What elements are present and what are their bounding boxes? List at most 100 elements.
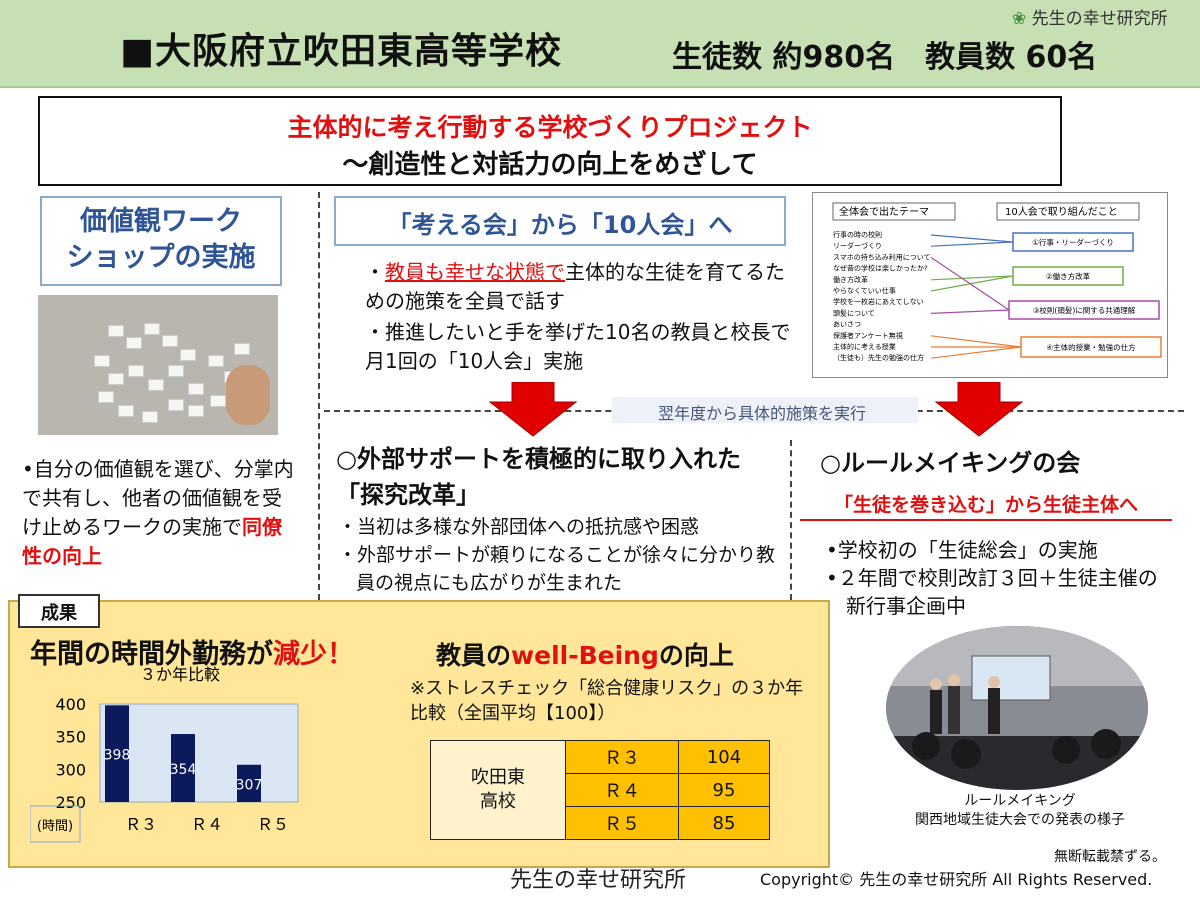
rule-making-subtitle: 「生徒を巻き込む」から生徒主体へ <box>800 490 1172 521</box>
chart-plot-area <box>99 703 299 803</box>
results-label-box: 成果 <box>18 594 100 628</box>
bar <box>171 734 195 802</box>
rule-making-caption: ルールメイキング 関西地域生徒大会での発表の様子 <box>870 792 1170 830</box>
presentation-scene <box>886 626 1148 790</box>
diagram-action: ③校則(頭髪)に関する共通理解 <box>1033 305 1136 315</box>
value-card <box>208 355 224 367</box>
value-card <box>126 337 142 349</box>
score-cell: 85 <box>678 806 770 840</box>
value-card <box>98 391 114 403</box>
value-card <box>118 405 134 417</box>
rule-making-bullets: •学校初の「生徒総会」の実施 •２年間で校則改訂３回＋生徒主催の新行事企画中 <box>826 536 1176 620</box>
rule-making-title: ○ルールメイキングの会 <box>820 449 1081 477</box>
project-subtitle: 〜創造性と対話力の向上をめざして <box>342 150 758 180</box>
meeting-bullet-1-text: 主体的な生徒を育てるための施策を全員で話す <box>365 260 785 313</box>
workshop-desc-text: •自分の価値観を選び、分掌内で共有し、他者の価値観を受け止めるワークの実施で <box>22 457 294 539</box>
results-label: 成果 <box>41 603 77 624</box>
next-year-banner-text: 翌年度から具体的施策を実行 <box>657 404 866 423</box>
score-cell: 104 <box>678 740 770 774</box>
workshop-desc-highlight: 同僚性の向上 <box>22 515 282 568</box>
divider-left <box>318 192 320 600</box>
logo-top-text: 先生の幸せ研究所 <box>1031 9 1168 29</box>
diagram-action: ④主体的授業・勉強の仕方 <box>1046 342 1136 352</box>
y-tick-label: 300 <box>55 760 86 779</box>
y-tick-label: 400 <box>55 695 86 714</box>
copyright: Copyright© 先生の幸せ研究所 All Rights Reserved. <box>760 870 1153 889</box>
diagram-link <box>930 234 1014 243</box>
wellbeing-highlight: well-Being <box>511 641 659 670</box>
diagram-theme: 主体的に考える授業 <box>833 342 896 351</box>
rule-making-bullet-1: •学校初の「生徒総会」の実施 <box>826 538 1098 562</box>
header-band <box>0 0 1200 88</box>
external-support-bullet-2: ・外部サポートが頼りになることが徐々に分かり教員の視点にも広がりが生まれた <box>338 544 776 594</box>
project-title: 主体的に考え行動する学校づくりプロジェクト <box>287 113 813 142</box>
diagram-right-header: 10人会で取り組んだこと <box>1005 205 1118 218</box>
value-card <box>168 365 184 377</box>
overtime-title-text: 年間の時間外勤務が <box>30 639 273 670</box>
logo-bottom: 先生の幸せ研究所 <box>510 868 687 893</box>
diagram-theme: 学校を一枚岩にあえてしない <box>833 297 924 306</box>
diagram-link <box>930 309 1010 314</box>
rule-making-bullet-2: •２年間で校則改訂３回＋生徒主催の新行事企画中 <box>826 566 1158 618</box>
bar-value-label: 307 <box>236 777 263 793</box>
value-card <box>108 325 124 337</box>
diagram-link <box>930 275 1014 292</box>
wellbeing-suffix: の向上 <box>658 641 734 670</box>
value-card <box>188 383 204 395</box>
overtime-title: 年間の時間外勤務が減少！ <box>30 632 354 671</box>
diagram-theme: あいさつ <box>833 321 861 329</box>
diagram-theme: 頭髪について <box>833 308 875 317</box>
diagram-link <box>930 275 1014 281</box>
x-tick-label: Ｒ５ <box>257 815 289 834</box>
value-card <box>94 355 110 367</box>
diagram-theme: やらなくていい仕事 <box>833 286 896 295</box>
wellbeing-note: ※ストレスチェック「総合健康リスク」の３か年比較（全国平均【100】） <box>410 678 804 724</box>
value-card <box>128 365 144 377</box>
diagram-theme: スマホの持ち込み利用について <box>833 252 931 261</box>
x-tick-label: Ｒ３ <box>125 815 157 834</box>
value-card <box>188 405 204 417</box>
external-support-bullets: ・当初は多様な外部団体への抵抗感や困惑 ・外部サポートが頼りになることが徐々に分… <box>338 513 788 597</box>
project-box: 主体的に考え行動する学校づくりプロジェクト 〜創造性と対話力の向上をめざして <box>38 96 1062 186</box>
year-cell: Ｒ５ <box>565 806 679 840</box>
meeting-bullet-2: ・推進したいと手を挙げた10名の教員と校長で月1回の「10人会」実施 <box>365 320 791 373</box>
value-card <box>108 373 124 385</box>
overtime-title-highlight: 減少！ <box>273 639 354 670</box>
meeting-title: 「考える会」から「10人会」へ <box>387 211 733 239</box>
diagram-right-header-box <box>996 202 1140 221</box>
external-support-title: ○外部サポートを積極的に取り入れた「探究改革」 <box>336 445 741 509</box>
diagram-action: ①行事・リーダーづくり <box>1032 237 1114 247</box>
diagram-theme: 働き方改革 <box>833 275 868 284</box>
y-unit-box <box>30 805 81 843</box>
y-tick-label: 250 <box>55 793 86 812</box>
value-card <box>148 379 164 391</box>
diagram-action: ②働き方改革 <box>1046 271 1091 281</box>
rule-making-caption-2: 関西地域生徒大会での発表の様子 <box>915 812 1125 828</box>
meeting-bullet-1: ・教員も幸せな状態で主体的な生徒を育てるための施策を全員で話す <box>365 258 795 316</box>
year-cell: Ｒ４ <box>565 773 679 807</box>
external-support-bullet-1: ・当初は多様な外部団体への抵抗感や困惑 <box>338 516 700 538</box>
diagram-link <box>930 241 1014 247</box>
diagram-left-header-box <box>832 202 956 221</box>
year-cell: Ｒ３ <box>565 740 679 774</box>
diagram-link <box>930 335 1022 348</box>
rule-making-caption-1: ルールメイキング <box>964 793 1076 809</box>
workshop-title-box: 価値観ワーク ショップの実施 <box>40 196 282 286</box>
no-reprint-note: 無断転載禁ずる。 <box>1054 849 1166 865</box>
value-card <box>144 323 160 335</box>
workshop-title: 価値観ワーク ショップの実施 <box>66 206 256 273</box>
meeting-bullet-1-highlight: 教員も幸せな状態で <box>385 260 565 284</box>
y-tick-label: 350 <box>55 728 86 747</box>
workshop-description: •自分の価値観を選び、分掌内で共有し、他者の価値観を受け止めるワークの実施で同僚… <box>22 455 300 571</box>
y-unit-label: (時間) <box>37 819 73 834</box>
value-card <box>234 343 250 355</box>
wellbeing-title: 教員のwell-Beingの向上 <box>436 636 734 672</box>
bar-value-label: 354 <box>170 762 197 778</box>
value-card <box>210 395 226 407</box>
